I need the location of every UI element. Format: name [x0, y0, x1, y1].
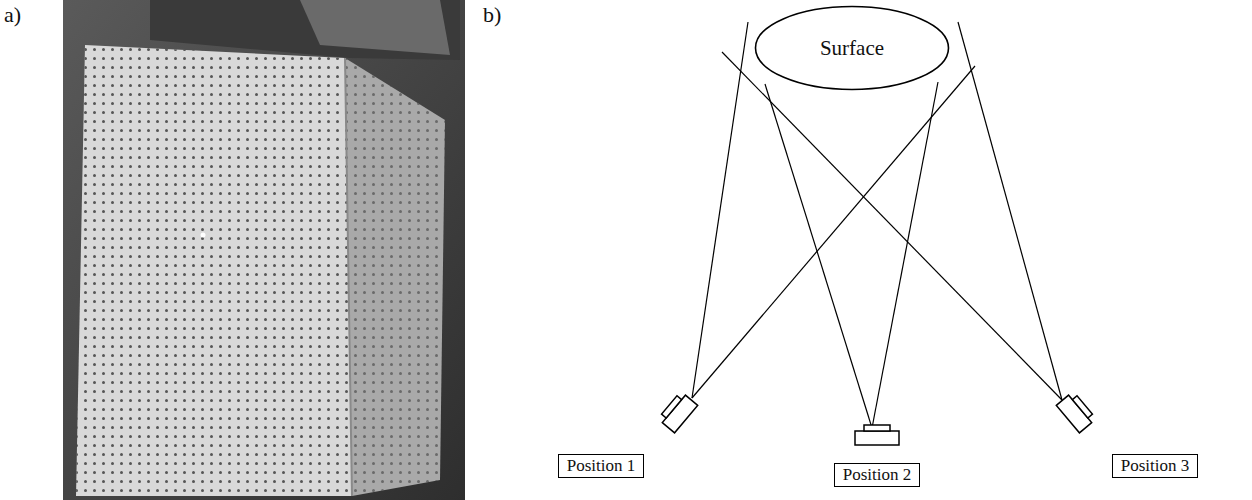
node-text: Position 2 [843, 465, 912, 485]
node-text: Position 3 [1121, 456, 1190, 476]
node-text: Surface [820, 36, 884, 61]
photo [63, 0, 465, 500]
position-box: Position 1 [558, 454, 645, 478]
position-box: Position 2 [834, 463, 921, 487]
camera-symbol [658, 391, 1097, 445]
surface-ellipse: Surface [754, 5, 950, 91]
panel-label: a) [4, 2, 21, 28]
panel-label: b) [483, 2, 501, 28]
node-text: Position 1 [567, 456, 636, 476]
position-box: Position 3 [1112, 454, 1199, 478]
